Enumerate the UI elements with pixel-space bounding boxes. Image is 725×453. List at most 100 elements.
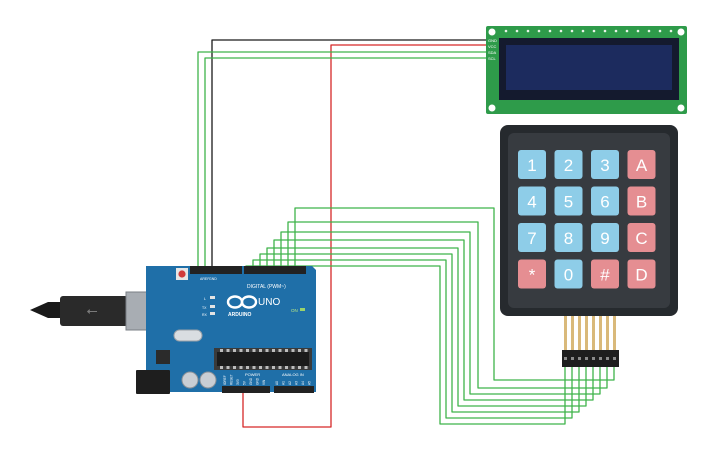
- capacitor: [181, 371, 199, 389]
- chip-pin: [226, 349, 230, 352]
- usb-icon: ⭠: [86, 303, 97, 319]
- keypad-key[interactable]: [591, 150, 619, 179]
- chip-pin: [246, 349, 249, 352]
- chip-pin: [272, 366, 275, 369]
- chip-pin: [278, 349, 282, 352]
- lcd-screen: [506, 45, 672, 90]
- pin-label: 3V3: [236, 379, 240, 385]
- keypad-key-label: D: [635, 266, 647, 285]
- capacitor: [199, 371, 217, 389]
- keypad-key[interactable]: [554, 186, 583, 216]
- keypad-connector[interactable]: [562, 350, 619, 367]
- analog-label: ANALOG IN: [282, 372, 304, 377]
- lcd-mount-hole: [488, 104, 496, 112]
- keypad-key[interactable]: [591, 259, 619, 289]
- keypad-key[interactable]: [518, 150, 546, 179]
- board-brand: ARDUINO: [228, 312, 251, 318]
- keypad-key-label: C: [635, 229, 647, 248]
- keypad-key[interactable]: [518, 186, 546, 216]
- chip-pin: [298, 366, 301, 369]
- chip-pin: [233, 349, 236, 352]
- lcd-mount-hole: [677, 28, 685, 36]
- keypad-key[interactable]: [554, 223, 583, 252]
- keypad-key[interactable]: [627, 150, 656, 179]
- chip-pin: [239, 366, 243, 369]
- keypad-key-label: 9: [600, 229, 609, 248]
- keypad-key[interactable]: [554, 150, 583, 179]
- chip-pin: [304, 366, 308, 369]
- keypad-key[interactable]: [627, 186, 656, 216]
- chip-pin: [220, 349, 223, 352]
- keypad-key[interactable]: [627, 223, 656, 252]
- pin-label: GND: [256, 377, 260, 385]
- chip-pin: [220, 366, 223, 369]
- pin-label: A4: [301, 381, 305, 385]
- keypad-key-label: 8: [564, 229, 573, 248]
- digital-label: DIGITAL (PWM~): [247, 284, 286, 290]
- wire-lcd-vcc[interactable]: [242, 44, 488, 428]
- pin-label: IOREF: [223, 375, 227, 385]
- pin-label: GND: [249, 377, 253, 385]
- chip-pin: [291, 349, 295, 352]
- aref-label: AREF: [200, 277, 209, 281]
- keypad-key[interactable]: [518, 223, 546, 252]
- keypad-key[interactable]: [627, 259, 656, 289]
- chip-pin: [226, 366, 230, 369]
- chip-pin: [304, 349, 308, 352]
- pin-label: A0: [275, 381, 279, 385]
- lcd-module[interactable]: GND VCC SDA SCL: [486, 26, 687, 114]
- chip-pin: [259, 349, 262, 352]
- keypad-key[interactable]: [591, 186, 619, 216]
- wires: [197, 39, 615, 428]
- power-jack: [136, 370, 170, 394]
- chip-pin: [252, 349, 256, 352]
- chip-pin: [278, 366, 282, 369]
- lcd-pin-label: GND: [488, 38, 497, 43]
- chip-pin: [265, 349, 269, 352]
- atmega-pins: [220, 349, 308, 369]
- chip-pin: [239, 349, 243, 352]
- keypad-ribbon: [564, 316, 616, 350]
- l-label: L: [204, 297, 206, 301]
- wire-keypad-4[interactable]: [266, 247, 587, 407]
- wire-keypad-8[interactable]: [294, 207, 615, 381]
- tx-led: [210, 305, 215, 308]
- usb-plug: [60, 296, 128, 326]
- wire-lcd-sda[interactable]: [197, 51, 488, 268]
- wire-keypad-7[interactable]: [287, 221, 608, 389]
- power-header: [222, 386, 270, 393]
- keypad-key-label: B: [636, 193, 647, 212]
- keypad-key-label: A: [636, 156, 648, 175]
- pin-label: RESET: [230, 374, 234, 385]
- wire-lcd-gnd[interactable]: [211, 39, 488, 268]
- keypad-key-label: 4: [527, 193, 536, 212]
- chip-pin: [252, 366, 256, 369]
- pin-label: 5V: [243, 380, 247, 385]
- wire-keypad-3[interactable]: [259, 253, 580, 413]
- power-label: POWER: [245, 372, 260, 377]
- keypad-key-label: 6: [600, 193, 609, 212]
- keypad-key[interactable]: [518, 259, 546, 289]
- pin-label: A5: [308, 381, 312, 385]
- keypad-key[interactable]: [554, 259, 583, 289]
- on-label: ON: [291, 308, 298, 313]
- keypad-key-label: 2: [564, 156, 573, 175]
- board-model: UNO: [258, 297, 280, 308]
- arduino-uno[interactable]: ⭠ DIGITAL (PWM~) AREF GND UNO ARDUINO ON…: [30, 266, 316, 394]
- reset-button-cap: [178, 270, 186, 278]
- keypad-key[interactable]: [591, 223, 619, 252]
- chip-pin: [291, 366, 295, 369]
- chip-pin: [285, 349, 288, 352]
- crystal: [173, 329, 203, 342]
- usb-chip: [156, 350, 170, 364]
- keypad-key-label: 0: [564, 266, 573, 285]
- wire-lcd-scl[interactable]: [204, 57, 488, 268]
- digital-header-right: [244, 266, 306, 274]
- wire-keypad-6[interactable]: [280, 231, 601, 395]
- pin-label: A2: [288, 381, 292, 385]
- wire-keypad-2[interactable]: [252, 259, 573, 419]
- keypad-key-label: 5: [564, 193, 573, 212]
